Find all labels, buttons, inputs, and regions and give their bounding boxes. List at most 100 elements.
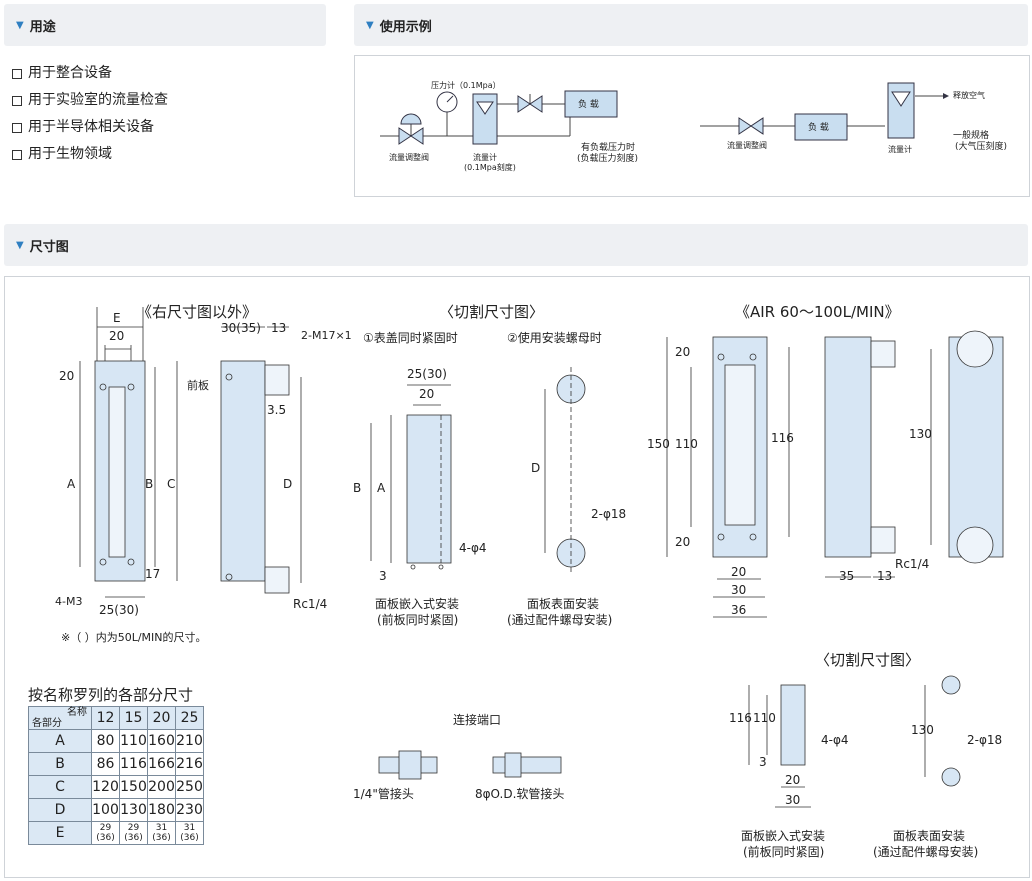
cutout-rect	[406, 414, 452, 564]
meter-label-scale: (0.1Mpa刻度)	[464, 163, 516, 172]
table-corner: 名称 各部分	[28, 706, 92, 730]
load-label: 负 载	[808, 123, 829, 133]
table-cell: 31 (36)	[147, 821, 176, 845]
dim-e: E	[113, 311, 121, 325]
list-item: 用于半导体相关设备	[12, 114, 168, 141]
drawing-title-cut2: 〈切割尺寸图〉	[815, 651, 921, 669]
table-cell: 180	[147, 798, 176, 822]
dim-b-cut: B	[353, 481, 362, 495]
phi4-label: 4-φ4	[459, 541, 487, 555]
m3-label: 4-M3	[55, 595, 83, 608]
dim-b: B	[145, 477, 154, 491]
table-cell: 150	[119, 775, 148, 799]
dim-20-air-top: 20	[675, 345, 691, 359]
dim-20-cut: 20	[419, 387, 435, 401]
table-cell: 31 (36)	[175, 821, 204, 845]
usage-list: 用于整合设备 用于实验室的流量检查 用于半导体相关设备 用于生物领域	[12, 60, 168, 168]
panel-surface-sub-2: (通过配件螺母安装)	[873, 845, 979, 859]
table-header-row: 名称 各部分 12 15 20 25	[28, 706, 204, 730]
table-cell: 200	[147, 775, 176, 799]
load-box	[564, 90, 618, 118]
example-header: ▼ 使用示例	[354, 4, 1028, 46]
note-label: 一般规格	[953, 131, 990, 141]
load-box	[794, 113, 848, 141]
meter-label: 流量计	[888, 145, 912, 154]
pipe-label: 1/4"管接头	[353, 787, 414, 801]
dim-17: 17	[145, 567, 161, 581]
valve-icon	[517, 95, 531, 113]
meter-label: 流量计	[473, 153, 497, 162]
list-item: 用于实验室的流量检查	[12, 87, 168, 114]
valve-label: 流量调整阀	[389, 153, 429, 162]
table-row-header: D	[28, 798, 92, 822]
table-row: E 29 (36) 29 (36) 31 (36) 31 (36)	[28, 821, 204, 845]
usage-title: 用途	[29, 19, 56, 35]
dim-20: 20	[109, 329, 125, 343]
dimension-table: 名称 各部分 12 15 20 25 A 80 110 160 210 B 86…	[28, 706, 204, 845]
dim-d: D	[283, 477, 293, 491]
table-col-header: 15	[119, 706, 148, 730]
dim-110-cut2: 110	[753, 711, 776, 725]
table-col-header: 20	[147, 706, 176, 730]
release-label: 释放空气	[953, 91, 985, 100]
front-plate-label: 前板	[187, 379, 209, 392]
dim-20-cut2: 20	[785, 773, 801, 787]
table-cell: 120	[91, 775, 120, 799]
triangle-icon: ▼	[16, 19, 24, 31]
table-cell: 80	[91, 729, 120, 753]
table-row-header: E	[28, 821, 92, 845]
checkbox-icon	[12, 122, 22, 133]
dim-110: 110	[675, 437, 698, 451]
table-col-header: 12	[91, 706, 120, 730]
table-cell: 110	[119, 729, 148, 753]
table-cell: 230	[175, 798, 204, 822]
cutout-rect	[780, 684, 806, 766]
triangle-icon: ▼	[366, 19, 374, 31]
table-row: B 86 116 166 216	[28, 752, 204, 776]
dim-20-air: 20	[731, 565, 747, 579]
cutout-hole	[941, 767, 961, 787]
load-label: 负 载	[578, 100, 599, 110]
example-diagram	[380, 82, 949, 145]
phi18-label-right: 2-φ18	[967, 733, 1003, 747]
dim-3-5: 3.5	[267, 403, 287, 417]
note-paren: ※（ ）内为50L/MIN的尺寸。	[61, 631, 207, 644]
checkbox-icon	[12, 68, 22, 79]
dim-13: 13	[271, 321, 287, 335]
hose-label: 8φO.D.软管接头	[475, 787, 565, 801]
dim-20-top: 20	[59, 369, 75, 383]
table-cell: 86	[91, 752, 120, 776]
dimension-drawing	[79, 307, 1004, 808]
example-panel: 压力计（0.1Mpa） 流量调整阀 流量计 (0.1Mpa刻度) 负 载 有负载…	[354, 55, 1030, 197]
valve-icon	[398, 127, 412, 145]
dim-35: 35	[839, 569, 855, 583]
gauge-label: 压力计（0.1Mpa）	[431, 81, 501, 90]
list-item: 用于整合设备	[12, 60, 168, 87]
panel-surface-label-2: 面板表面安装	[893, 829, 966, 843]
dim-30-35: 30(35)	[221, 321, 261, 335]
cut-option-2: ②使用安装螺母时	[507, 331, 602, 345]
cutout-hole	[941, 675, 961, 695]
rc-label-air: Rc1/4	[895, 557, 930, 571]
rc-label: Rc1/4	[293, 597, 328, 611]
triangle-icon: ▼	[16, 239, 24, 251]
dim-130-cut2: 130	[911, 723, 934, 737]
example-title: 使用示例	[379, 19, 432, 35]
table-row: C 120 150 200 250	[28, 775, 204, 799]
note-label: 有负载压力时	[581, 143, 636, 153]
table-cell: 160	[147, 729, 176, 753]
table-col-header: 25	[175, 706, 204, 730]
flowmeter-icon	[887, 82, 915, 139]
dim-116: 116	[771, 431, 794, 445]
thread-label: 2-M17×1	[301, 329, 352, 342]
dim-20-air-bottom: 20	[675, 535, 691, 549]
drawing-title-left: 《右尺寸图以外》	[137, 303, 258, 321]
table-cell: 130	[119, 798, 148, 822]
dimension-panel: 《右尺寸图以外》 〈切割尺寸图〉 《AIR 60～100L/MIN》 〈切割尺寸…	[4, 276, 1030, 878]
table-row-header: B	[28, 752, 92, 776]
dim-130: 130	[909, 427, 932, 441]
drawing-title-cut: 〈切割尺寸图〉	[439, 303, 545, 321]
dim-d-cut: D	[531, 461, 541, 475]
dim-c: C	[167, 477, 176, 491]
usage-header: ▼ 用途	[4, 4, 326, 46]
